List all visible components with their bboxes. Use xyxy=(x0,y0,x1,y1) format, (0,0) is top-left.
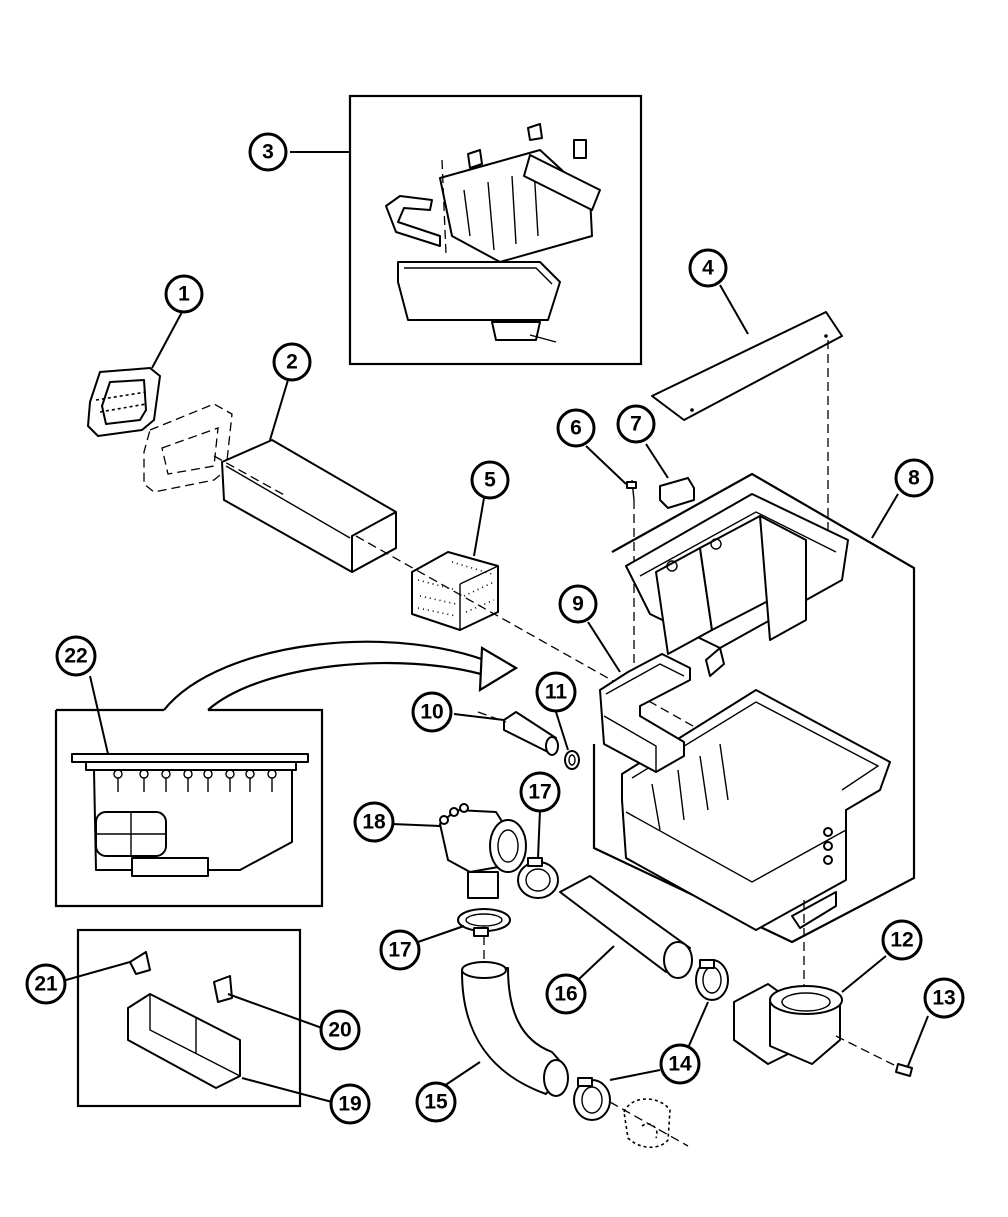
svg-text:3: 3 xyxy=(262,141,274,164)
inset-detail-19-21 xyxy=(78,930,300,1106)
drain-part-12 xyxy=(734,984,900,1068)
svg-text:19: 19 xyxy=(338,1093,361,1116)
svg-text:17: 17 xyxy=(528,781,551,804)
callout-2: 2 xyxy=(274,344,310,380)
clip-part-7 xyxy=(660,478,694,508)
callout-18: 18 xyxy=(355,803,393,841)
callout-15: 15 xyxy=(417,1083,455,1121)
callout-12: 12 xyxy=(883,921,921,959)
callout-14: 14 xyxy=(661,1045,699,1083)
callout-22: 22 xyxy=(57,637,95,675)
callout-6: 6 xyxy=(558,410,594,446)
callout-19: 19 xyxy=(331,1085,369,1123)
callout-20: 20 xyxy=(321,1011,359,1049)
svg-text:1: 1 xyxy=(178,283,190,306)
callout-8: 8 xyxy=(896,460,932,496)
svg-text:14: 14 xyxy=(668,1053,692,1076)
svg-text:9: 9 xyxy=(572,593,584,616)
svg-text:11: 11 xyxy=(545,681,568,704)
callout-3: 3 xyxy=(250,134,286,170)
callout-1: 1 xyxy=(166,276,202,312)
hose-part-16 xyxy=(560,876,692,978)
svg-text:2: 2 xyxy=(286,351,298,374)
svg-text:12: 12 xyxy=(890,929,913,952)
callout-16: 16 xyxy=(547,975,585,1013)
clamp-part-17-upper xyxy=(518,858,558,898)
svg-text:22: 22 xyxy=(64,645,87,668)
svg-text:13: 13 xyxy=(932,987,955,1010)
svg-text:17: 17 xyxy=(388,939,411,962)
svg-text:4: 4 xyxy=(702,257,714,280)
filter-part-5 xyxy=(412,552,498,630)
callout-7: 7 xyxy=(618,406,654,442)
svg-text:18: 18 xyxy=(362,811,386,834)
handle-part-9 xyxy=(600,654,690,772)
svg-text:15: 15 xyxy=(424,1091,448,1114)
clamp-part-14-lower xyxy=(574,1078,610,1120)
phantom-fitting xyxy=(610,1099,688,1147)
callout-5: 5 xyxy=(472,462,508,498)
callout-4: 4 xyxy=(690,250,726,286)
callout-21: 21 xyxy=(27,965,65,1003)
svg-text:8: 8 xyxy=(908,467,920,490)
svg-text:10: 10 xyxy=(420,701,443,724)
duct-part-2 xyxy=(214,440,396,572)
ring-part-11 xyxy=(565,751,579,769)
svg-text:5: 5 xyxy=(484,469,496,492)
callout-17-lower: 17 xyxy=(381,931,419,969)
callout-11: 11 xyxy=(537,673,575,711)
clamp-part-17-lower xyxy=(458,909,510,936)
gasket-part-1 xyxy=(88,368,232,492)
svg-text:16: 16 xyxy=(554,983,577,1006)
svg-text:7: 7 xyxy=(630,413,642,436)
callout-9: 9 xyxy=(560,586,596,622)
svg-text:20: 20 xyxy=(328,1019,351,1042)
svg-text:21: 21 xyxy=(34,973,58,996)
inset-assembly-3 xyxy=(350,96,641,364)
callout-17-upper: 17 xyxy=(521,773,559,811)
callout-10: 10 xyxy=(413,693,451,731)
inset-detail-22 xyxy=(56,642,516,906)
elbow-hose-part-15 xyxy=(462,936,568,1096)
clamp-part-14-upper xyxy=(696,960,728,1000)
svg-text:6: 6 xyxy=(570,417,582,440)
screw-part-13 xyxy=(896,1064,912,1076)
callout-13: 13 xyxy=(925,979,963,1017)
valve-part-18 xyxy=(440,804,526,898)
